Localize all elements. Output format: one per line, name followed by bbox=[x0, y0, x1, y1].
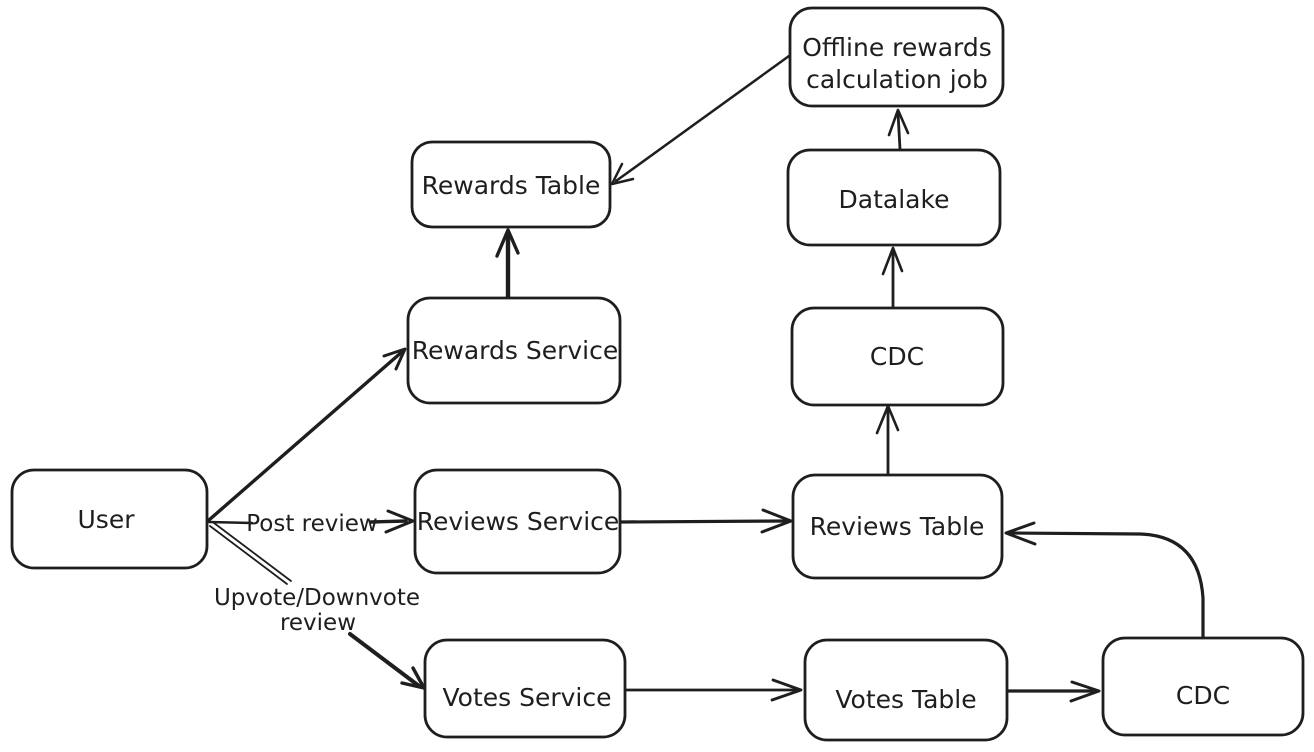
edge-line bbox=[213, 522, 292, 582]
edge-line bbox=[369, 519, 408, 524]
arrowhead-icon bbox=[887, 108, 910, 137]
node-votes-service: Votes Service bbox=[423, 638, 627, 739]
node-offline-rewards-job-label-line1: Offline rewards bbox=[802, 33, 992, 62]
edge-user-to-votes-service bbox=[209, 522, 426, 690]
edge-user-to-reviews-service bbox=[207, 509, 415, 534]
arrowhead-icon bbox=[495, 228, 520, 258]
node-datalake-label: Datalake bbox=[839, 185, 950, 214]
node-cdc-mid-box bbox=[790, 306, 1005, 407]
node-user: User bbox=[10, 468, 209, 570]
edge-line bbox=[619, 519, 789, 524]
node-votes-service-label: Votes Service bbox=[442, 683, 611, 712]
node-votes-table-box bbox=[803, 638, 1009, 742]
edge-rewards-service-to-rewards-table bbox=[495, 228, 520, 301]
node-cdc-bottom: CDC bbox=[1101, 636, 1305, 737]
node-user-box bbox=[10, 468, 209, 570]
node-cdc-mid: CDC bbox=[790, 306, 1005, 407]
node-cdc-mid-label: CDC bbox=[870, 342, 924, 371]
node-rewards-table-box bbox=[410, 140, 612, 229]
node-offline-rewards-job-box bbox=[788, 6, 1005, 108]
node-datalake: Datalake bbox=[786, 148, 1002, 247]
edge-line bbox=[1008, 531, 1205, 639]
arrowhead-icon bbox=[881, 246, 904, 276]
edge-offline-job-to-rewards-table bbox=[610, 54, 791, 186]
edge-user-to-rewards-service bbox=[207, 347, 407, 522]
edge-votes-table-to-cdc-bottom bbox=[1006, 680, 1101, 703]
arrowhead-icon bbox=[1004, 521, 1037, 546]
node-rewards-table: Rewards Table bbox=[410, 140, 612, 229]
node-rewards-service-box bbox=[406, 296, 622, 405]
edge-label-upvote-downvote-line2: review bbox=[280, 610, 356, 636]
edge-line bbox=[896, 111, 902, 151]
edge-label-upvote-downvote-line1: Upvote/Downvote bbox=[214, 585, 420, 611]
node-reviews-service: Reviews Service bbox=[413, 468, 622, 575]
node-reviews-service-box bbox=[413, 468, 622, 575]
node-cdc-bottom-box bbox=[1101, 636, 1305, 737]
edge-datalake-to-offline-job bbox=[887, 108, 910, 151]
edge-line bbox=[207, 349, 405, 522]
node-rewards-table-label: Rewards Table bbox=[422, 171, 601, 200]
edge-line bbox=[348, 632, 421, 688]
node-cdc-bottom-label: CDC bbox=[1176, 681, 1230, 710]
node-rewards-service-label: Rewards Service bbox=[412, 336, 618, 365]
node-reviews-service-label: Reviews Service bbox=[417, 507, 620, 536]
edge-label-post-review: Post review bbox=[246, 511, 378, 537]
arrowhead-icon bbox=[770, 678, 803, 702]
edge-reviews-service-to-reviews-table bbox=[619, 508, 793, 534]
node-user-label: User bbox=[78, 505, 136, 534]
arrowhead-icon bbox=[384, 509, 415, 534]
node-datalake-box bbox=[786, 148, 1002, 247]
edge-reviews-table-to-cdc-mid bbox=[875, 404, 900, 476]
node-votes-service-box bbox=[423, 638, 627, 739]
arrowhead-icon bbox=[760, 508, 793, 534]
edge-line bbox=[207, 520, 254, 525]
edge-line bbox=[614, 54, 791, 183]
node-reviews-table-box bbox=[791, 473, 1004, 580]
node-reviews-table-label: Reviews Table bbox=[810, 512, 985, 541]
edge-votes-service-to-votes-table bbox=[624, 678, 803, 702]
arrowhead-icon bbox=[1069, 680, 1101, 703]
node-reviews-table: Reviews Table bbox=[791, 473, 1004, 580]
node-offline-rewards-job: Offline rewards calculation job bbox=[788, 6, 1005, 108]
node-votes-table: Votes Table bbox=[803, 638, 1009, 742]
node-votes-table-label: Votes Table bbox=[835, 685, 976, 714]
edge-cdc-mid-to-datalake bbox=[881, 246, 904, 309]
arrowhead-icon bbox=[610, 162, 635, 186]
edge-cdc-bottom-to-reviews-table bbox=[1004, 521, 1205, 639]
node-rewards-service: Rewards Service bbox=[406, 296, 622, 405]
node-offline-rewards-job-label-line2: calculation job bbox=[806, 65, 988, 94]
edge-line bbox=[209, 525, 288, 585]
arrowhead-icon bbox=[382, 347, 407, 371]
